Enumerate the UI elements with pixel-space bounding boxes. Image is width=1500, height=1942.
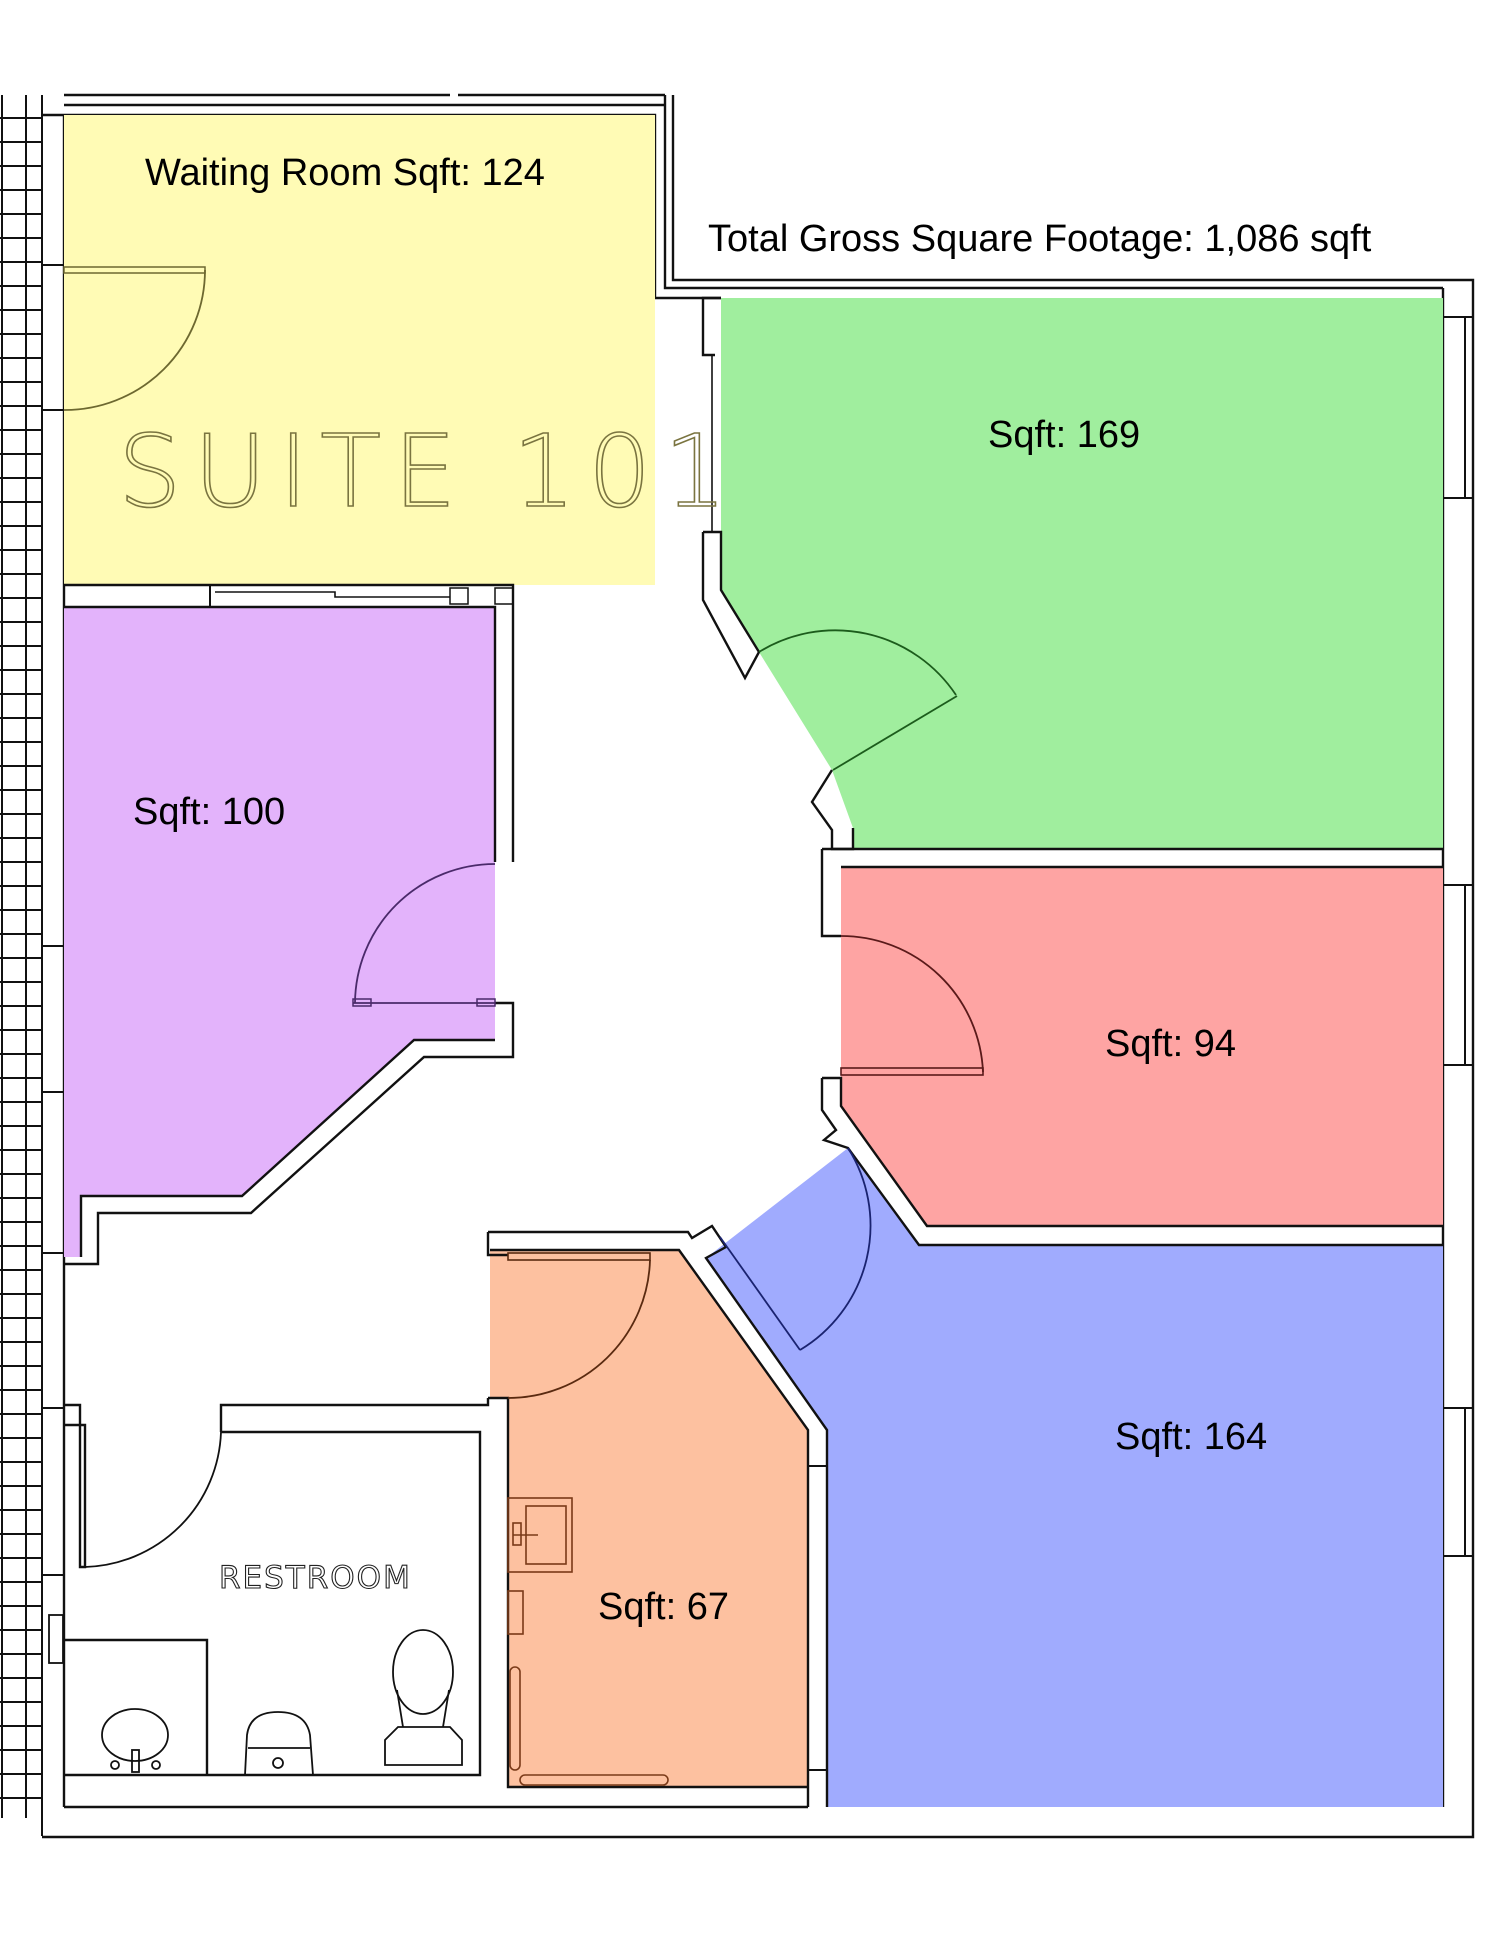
purple-office-area [64,607,495,1257]
restroom-label: RESTROOM [218,1560,412,1596]
red-office-door[interactable] [840,935,984,1076]
blue-office-sqft-label: Sqft: 164 [1115,1416,1268,1458]
blue-office-area [706,1148,1443,1807]
room-fills [64,115,1443,1807]
purple-office-door[interactable] [352,863,496,1007]
green-office-area [721,298,1443,849]
waiting-room-area [64,115,655,585]
orange-room-sqft-label: Sqft: 67 [598,1586,729,1628]
left-grid-strip [0,95,43,1836]
suite-number-label: SUITE 101 [117,413,740,530]
grab-bar-icon [519,1774,669,1786]
purple-office-sqft-label: Sqft: 100 [133,791,286,833]
red-office-area [841,867,1443,1226]
doors [63,266,984,1568]
restroom-door[interactable] [84,1431,222,1568]
grab-bar-icon [509,1666,521,1771]
orange-room-fixtures [507,1497,669,1786]
waiting-room-label: Waiting Room Sqft: 124 [145,152,545,194]
faucet-icon [131,1749,140,1773]
sink-icon [101,1708,169,1762]
interior-walls [64,296,1443,1807]
sink-icon [507,1497,573,1573]
red-office-sqft-label: Sqft: 94 [1105,1023,1236,1065]
green-office-door[interactable] [758,629,958,771]
blue-office-door[interactable] [719,1147,872,1351]
urinal-icon [244,1711,314,1776]
total-square-footage-label: Total Gross Square Footage: 1,086 sqft [708,218,1372,260]
green-office-sqft-label: Sqft: 169 [988,414,1141,456]
waiting-room-door[interactable] [63,266,206,411]
restroom-fixtures [48,1614,463,1776]
orange-room-door[interactable] [507,1252,651,1399]
toilet-icon [392,1629,454,1715]
